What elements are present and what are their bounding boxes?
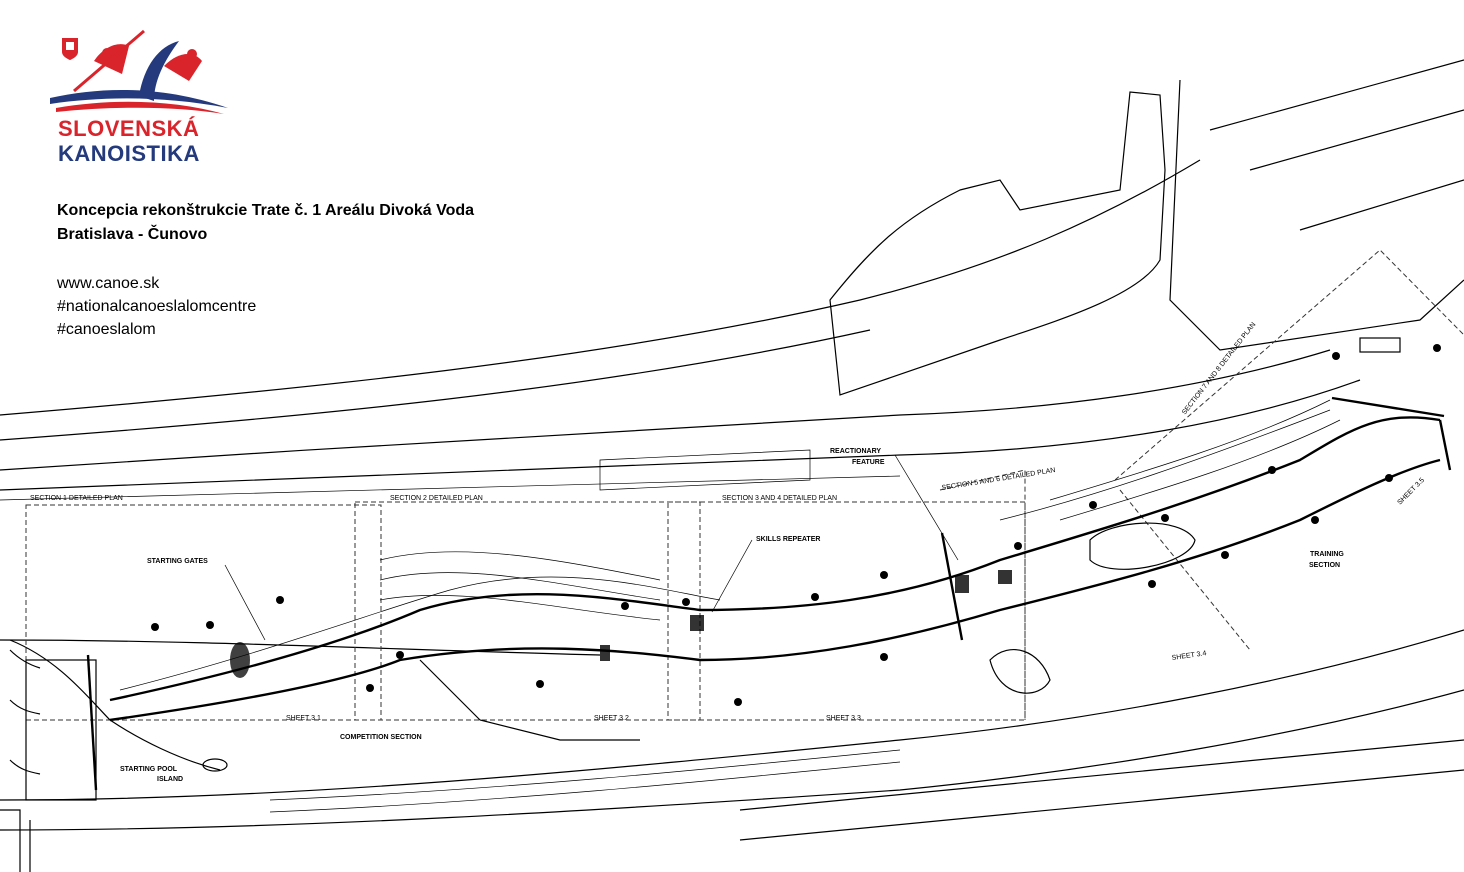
competition-section-label: COMPETITION SECTION: [340, 734, 422, 741]
sheet-3-1-label: SHEET 3.1: [286, 715, 321, 722]
section-7-8-label: SECTION 7 AND 8 DETAILED PLAN: [1181, 321, 1257, 416]
sheet-3-2-label: SHEET 3.2: [594, 715, 629, 722]
canoe-paddler-logo-icon: [50, 29, 228, 114]
section-2-label: SECTION 2 DETAILED PLAN: [390, 495, 483, 502]
title-line-1: Koncepcia rekonštrukcie Trate č. 1 Areál…: [57, 202, 475, 219]
website-link[interactable]: www.canoe.sk: [57, 275, 160, 292]
reactionary-feature-label-1: REACTIONARY: [830, 448, 881, 455]
sheet-3-5-label: SHEET 3.5: [1396, 477, 1426, 507]
upper-buildings: [599, 59, 1464, 491]
link-list: www.canoe.sk #nationalcanoeslalomcentre …: [57, 272, 256, 341]
hashtag-canoeslalom[interactable]: #canoeslalom: [57, 321, 156, 338]
plan-labels: SECTION 1 DETAILED PLAN SECTION 2 DETAIL…: [30, 321, 1426, 783]
brand-name-line-2: KANOISTIKA: [58, 141, 200, 166]
skills-repeater-label: SKILLS REPEATER: [756, 536, 820, 543]
gate-markers: [151, 337, 1452, 706]
starting-pool-label-1: STARTING POOL: [120, 766, 178, 773]
project-title: Koncepcia rekonštrukcie Trate č. 1 Areál…: [57, 199, 474, 247]
section-5-6-label: SECTION 5 AND 6 DETAILED PLAN: [941, 467, 1056, 492]
training-section-label-2: SECTION: [1309, 562, 1340, 569]
hashtag-national-centre[interactable]: #nationalcanoeslalomcentre: [57, 298, 257, 315]
starting-pool: [9, 649, 228, 801]
federation-logo: SLOVENSKÁ KANOISTIKA: [44, 26, 234, 166]
section-3-4-label: SECTION 3 AND 4 DETAILED PLAN: [722, 495, 837, 502]
reactionary-feature-label-2: FEATURE: [852, 459, 885, 466]
training-section-label-1: TRAINING: [1310, 551, 1344, 558]
surrounding-roads: [0, 159, 1464, 872]
brand-name-line-1: SLOVENSKÁ: [58, 116, 200, 141]
section-1-label: SECTION 1 DETAILED PLAN: [30, 495, 123, 502]
sheet-3-4-label: SHEET 3.4: [1171, 650, 1207, 662]
starting-pool-label-2: ISLAND: [157, 776, 183, 783]
title-line-2: Bratislava - Čunovo: [57, 226, 208, 243]
starting-gates-label: STARTING GATES: [147, 558, 208, 565]
sheet-3-3-label: SHEET 3.3: [826, 715, 861, 722]
